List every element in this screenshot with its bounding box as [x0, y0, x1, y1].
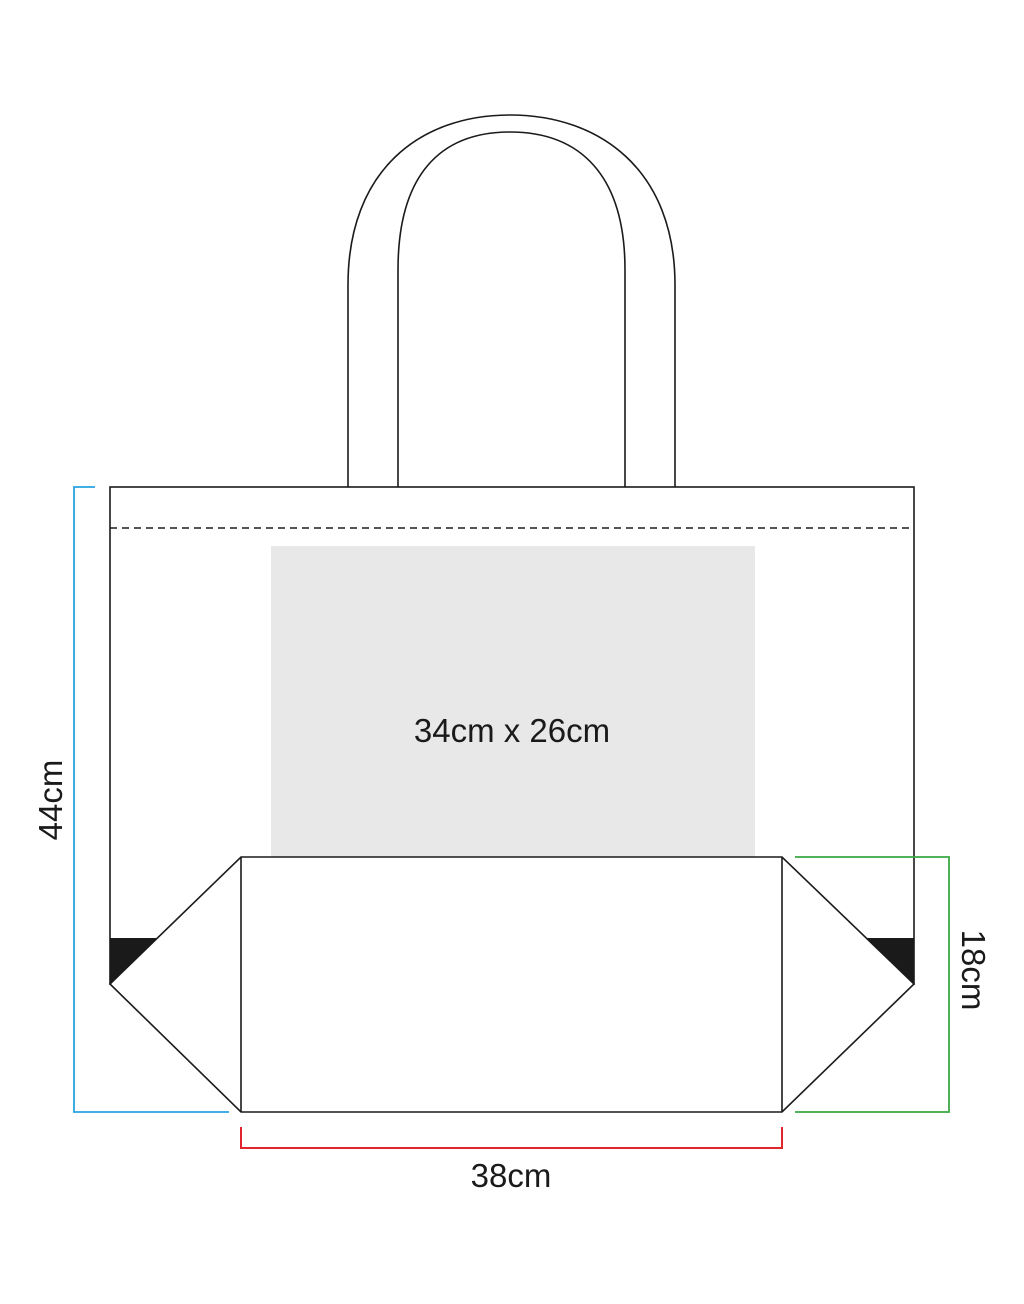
right-corner-triangle: [867, 938, 914, 984]
height-marker: [73, 486, 229, 1113]
width-marker: [240, 1127, 783, 1149]
left-corner-triangle: [110, 938, 157, 984]
gusset-label: 18cm: [955, 930, 992, 1011]
handle-outer-curve: [347, 114, 676, 487]
width-label: 38cm: [471, 1157, 552, 1194]
bag-handle: [347, 114, 676, 487]
height-label: 44cm: [32, 760, 69, 841]
print-area: [271, 546, 755, 916]
print-area-label: 34cm x 26cm: [414, 712, 610, 749]
handle-inner-curve: [397, 131, 626, 487]
gusset-marker: [795, 856, 950, 1113]
